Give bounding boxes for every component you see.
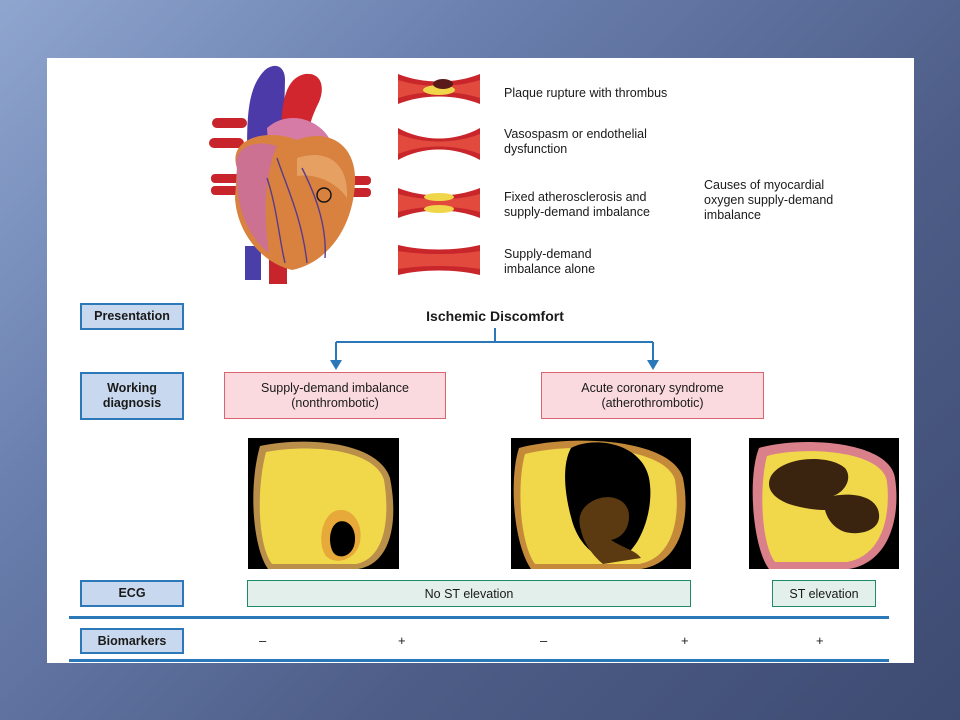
legend-plaque-rupture: Plaque rupture with thrombus — [504, 86, 668, 100]
ischemic-discomfort-title: Ischemic Discomfort — [426, 308, 564, 324]
right-atrium — [236, 143, 277, 253]
artery-supply-demand-icon — [398, 245, 480, 275]
vena-cava-lower — [245, 246, 261, 280]
divider-bottom — [69, 659, 889, 662]
left-ventricle-highlight — [297, 154, 348, 198]
left-artery-1 — [212, 118, 247, 128]
lesion-marker — [316, 187, 332, 203]
biomarker-value-4: + — [681, 633, 689, 648]
artery-plaque-thrombus-icon — [398, 74, 480, 104]
biomarker-value-2: + — [398, 633, 406, 648]
divider-top — [69, 616, 889, 619]
presentation-label: Presentation — [80, 303, 184, 330]
arrow-right-head — [647, 360, 659, 370]
legend-vasospasm: Vasospasm or endothelial dysfunction — [504, 127, 647, 156]
legend-fixed-atherosclerosis: Fixed atherosclerosis and supply-demand … — [504, 190, 650, 219]
biomarkers-label: Biomarkers — [80, 628, 184, 654]
working-diagnosis-label: Working diagnosis — [80, 372, 184, 420]
slide: Plaque rupture with thrombus Vasospasm o… — [47, 58, 914, 663]
cross-section-st-elevation — [749, 438, 899, 569]
artery-vasospasm-icon — [398, 128, 480, 160]
coronary-vessels — [266, 157, 326, 264]
heart-illustration — [209, 65, 371, 284]
arrow-left-head — [330, 360, 342, 370]
ecg-no-st-elevation: No ST elevation — [247, 580, 691, 607]
legend-supply-demand: Supply-demand imbalance alone — [504, 247, 596, 276]
left-artery-2 — [209, 138, 244, 148]
ecg-st-elevation: ST elevation — [772, 580, 876, 607]
diagnosis-supply-demand: Supply-demand imbalance (nonthrombotic) — [224, 372, 446, 419]
ecg-label: ECG — [80, 580, 184, 607]
left-vein-2 — [211, 186, 241, 195]
cross-section-nonthrombotic — [248, 438, 399, 569]
left-vein-1 — [211, 174, 241, 183]
cross-section-atherothrombotic — [511, 438, 691, 569]
biomarker-value-3: – — [540, 633, 548, 648]
flow-arrows — [330, 328, 659, 370]
biomarker-value-1: – — [259, 633, 267, 648]
biomarker-value-5: + — [816, 633, 824, 648]
artery-fixed-atherosclerosis-icon — [398, 188, 480, 218]
diagnosis-acs: Acute coronary syndrome (atherothromboti… — [541, 372, 764, 419]
legend-caption: Causes of myocardial oxygen supply-deman… — [704, 178, 834, 222]
